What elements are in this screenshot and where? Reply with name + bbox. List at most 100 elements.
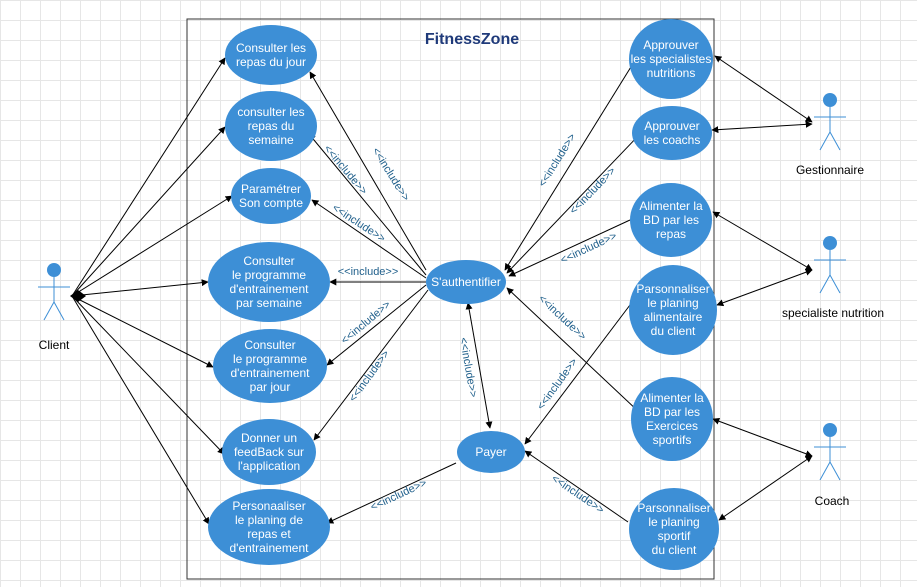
- actor-limb: [819, 461, 831, 481]
- use-case-ellipse: [629, 265, 717, 355]
- use-case-label: le programme: [233, 352, 307, 366]
- use-case-label: S'authentifier: [431, 275, 501, 289]
- use-case-label: Payer: [475, 445, 506, 459]
- use-case-label: les coachs: [644, 133, 701, 147]
- use-case-label: Donner un: [241, 431, 297, 445]
- actor-limb: [829, 274, 841, 294]
- system-title: FitnessZone: [425, 31, 519, 48]
- use-case-label: le planing: [648, 515, 699, 529]
- use-case-label: consulter les: [237, 105, 304, 119]
- include-label: <<include>>: [330, 202, 387, 245]
- use-case-ellipse: [457, 431, 525, 473]
- include-label: <<include>>: [535, 356, 580, 412]
- use-case-label: alimentaire: [644, 310, 703, 324]
- actor-coach: Coach: [814, 423, 849, 508]
- actor-head: [47, 263, 61, 277]
- client-aggregation-diamond: [70, 290, 86, 302]
- actor-limb: [829, 461, 841, 481]
- include-label: <<include>>: [321, 143, 369, 197]
- use-case-ellipse: [630, 183, 712, 257]
- include-label: <<include>>: [369, 477, 429, 513]
- use-case-label: sportif: [658, 529, 691, 543]
- use-case-label: sportifs: [653, 433, 692, 447]
- use-case-label: semaine: [248, 133, 294, 147]
- use-case-label: du client: [651, 324, 696, 338]
- use-case-ellipse: [225, 91, 317, 161]
- actor-limb: [819, 131, 831, 151]
- actor-gestionnaire: Gestionnaire: [796, 93, 864, 177]
- use-case-label: Approuver: [644, 119, 699, 133]
- include-label: <<include>>: [369, 146, 411, 204]
- include-label: <<include>>: [338, 266, 399, 278]
- actor-associations: [711, 55, 813, 521]
- use-case-label: repas: [656, 227, 686, 241]
- use-case-ellipse: [631, 377, 713, 461]
- actor-label: Gestionnaire: [796, 163, 864, 177]
- include-label: <<include>>: [339, 299, 393, 347]
- actor-limb: [43, 301, 55, 321]
- include-label: <<include>>: [536, 293, 588, 343]
- use-case-ellipse: [629, 488, 719, 570]
- use-case-label: Alimenter la: [640, 391, 704, 405]
- actor-label: Coach: [815, 494, 850, 508]
- use-case-label: le planing: [647, 296, 698, 310]
- actor-head: [823, 236, 837, 250]
- use-case-label: le programme: [232, 268, 306, 282]
- use-case-label: Personaaliser: [232, 499, 305, 513]
- use-case-label: repas du jour: [236, 55, 306, 69]
- actor-head: [823, 423, 837, 437]
- use-case-label: Son compte: [239, 196, 303, 210]
- use-case-label: Exercices: [646, 419, 698, 433]
- use-case-label: Paramétrer: [241, 182, 301, 196]
- use-case-ellipse: [213, 329, 327, 403]
- use-case-label: par jour: [250, 380, 291, 394]
- use-case-label: repas et: [247, 527, 291, 541]
- include-label: <<include>>: [536, 132, 578, 190]
- actor-limb: [829, 131, 841, 151]
- actor-limb: [819, 274, 831, 294]
- use-case-label: d'entrainement: [229, 541, 309, 555]
- actor-client: Client: [38, 263, 70, 352]
- include-relations: [308, 61, 641, 524]
- client-associations: [71, 57, 233, 525]
- use-case-label: les specialistes: [631, 52, 712, 66]
- use-case-label: le planing de: [235, 513, 303, 527]
- use-case-label: Consulter: [243, 254, 294, 268]
- use-case-label: BD par les: [643, 213, 699, 227]
- use-case-label: d'entrainement: [229, 282, 309, 296]
- use-case-ellipse: [208, 489, 330, 565]
- use-case-payer: Payer: [457, 431, 525, 473]
- include-label: <<include>>: [347, 348, 392, 404]
- use-case-label: du client: [652, 543, 697, 557]
- actor-limb: [53, 301, 65, 321]
- use-case-label: Consulter: [244, 338, 295, 352]
- use-case-ellipse: [426, 260, 506, 304]
- use-case-label: par semaine: [236, 296, 302, 310]
- actor-label: specialiste nutrition: [782, 306, 884, 320]
- use-case-label: nutritions: [647, 66, 696, 80]
- include-label: <<include>>: [549, 473, 606, 517]
- actor-specialiste: specialiste nutrition: [782, 236, 884, 320]
- use-case-ellipse: [208, 242, 330, 322]
- use-case-ellipse: [231, 168, 311, 224]
- use-case-ellipse: [225, 25, 317, 85]
- use-case-label: Parsonnaliser: [636, 282, 709, 296]
- use-case-label: Approuver: [643, 38, 698, 52]
- use-case-ellipse: [632, 106, 712, 160]
- use-case-ellipse: [629, 19, 713, 99]
- actor-label: Client: [39, 338, 70, 352]
- use-case-ellipse: [222, 419, 316, 485]
- include-label: <<include>>: [567, 165, 618, 217]
